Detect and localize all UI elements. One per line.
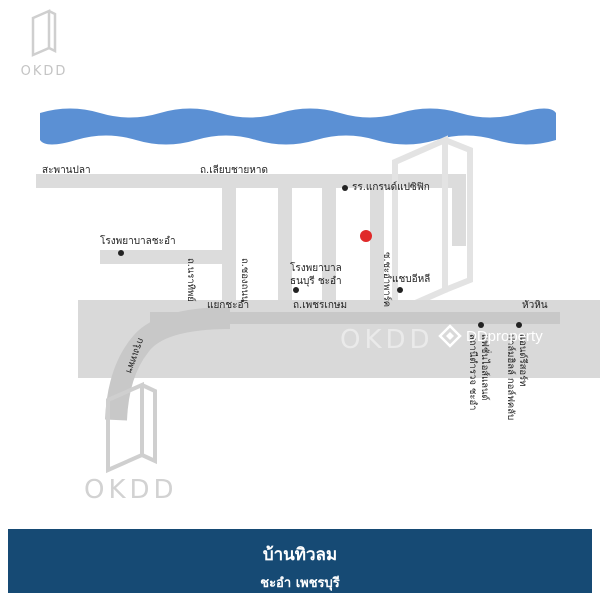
label-beach-road: ถ.เลียบชายหาด — [200, 165, 268, 176]
road-to-bangkok — [105, 307, 231, 421]
ddproperty-logo-icon — [438, 324, 462, 348]
label-hua-hin: หัวหิน — [522, 300, 548, 311]
okdd-logo: OKDD — [14, 8, 74, 79]
ddproperty-text: DDproperty — [466, 327, 543, 345]
project-title: บ้านทิวลม — [262, 545, 338, 565]
project-location-marker — [360, 230, 372, 242]
label-hospital-thonburi-1: โรงพยาบาล — [290, 263, 342, 274]
beach-road — [36, 174, 466, 188]
logo-text: OKDD — [20, 64, 68, 79]
road-chongthanon — [278, 186, 292, 300]
poi-dot-chabalhi — [397, 287, 403, 293]
label-hospital-thonburi-2: ธนบุรี ชะอำ — [290, 276, 342, 287]
road-hospital-chaam — [100, 250, 230, 264]
poi-dot-hospital-thonburi — [293, 287, 299, 293]
road-center — [322, 186, 336, 300]
sea — [40, 108, 556, 145]
road-network — [36, 174, 466, 300]
road-right — [452, 186, 466, 246]
label-narathip: ถ.นราทิพย์ — [185, 258, 196, 302]
label-soi-chaam: ซ.ชะอำพาร์ค — [381, 252, 392, 308]
label-chongthanon: ถ.ชองถนน — [239, 258, 250, 303]
poi-dot-grand-pacific — [342, 185, 348, 191]
label-chaam-intersection: แยกชะอำ — [207, 300, 250, 311]
label-hospital-chaam: โรงพยาบาลชะอำ — [100, 236, 176, 247]
label-fish-pier: สะพานปลา — [42, 165, 91, 176]
watermark-building-icon-2 — [106, 381, 157, 474]
okdd-logo-icon — [31, 9, 57, 57]
watermark-building-icon — [392, 135, 473, 317]
watermark-okdd-mid: OKDD — [340, 325, 434, 355]
label-grand-pacific: รร.แกรนด์แปซิฟิก — [352, 182, 430, 193]
title-banner: บ้านทิวลม ชะอำ เพชรบุรี — [8, 529, 592, 593]
label-chabalhi: แชบอีหลี — [392, 274, 431, 285]
label-phetkasem-road: ถ.เพชรเกษม — [293, 300, 348, 311]
road-soi-chaam — [370, 186, 384, 300]
poi-dot-hospital-chaam — [118, 250, 124, 256]
poi-dot-police — [478, 322, 484, 328]
poi-dot-palm-hills — [516, 322, 522, 328]
road-narathip — [222, 186, 236, 300]
project-subtitle: ชะอำ เพชรบุรี — [260, 576, 340, 591]
phetkasem-road — [150, 312, 560, 324]
watermark-okdd-bottom: OKDD — [84, 475, 178, 505]
watermark-ddproperty: DDproperty — [438, 324, 543, 348]
